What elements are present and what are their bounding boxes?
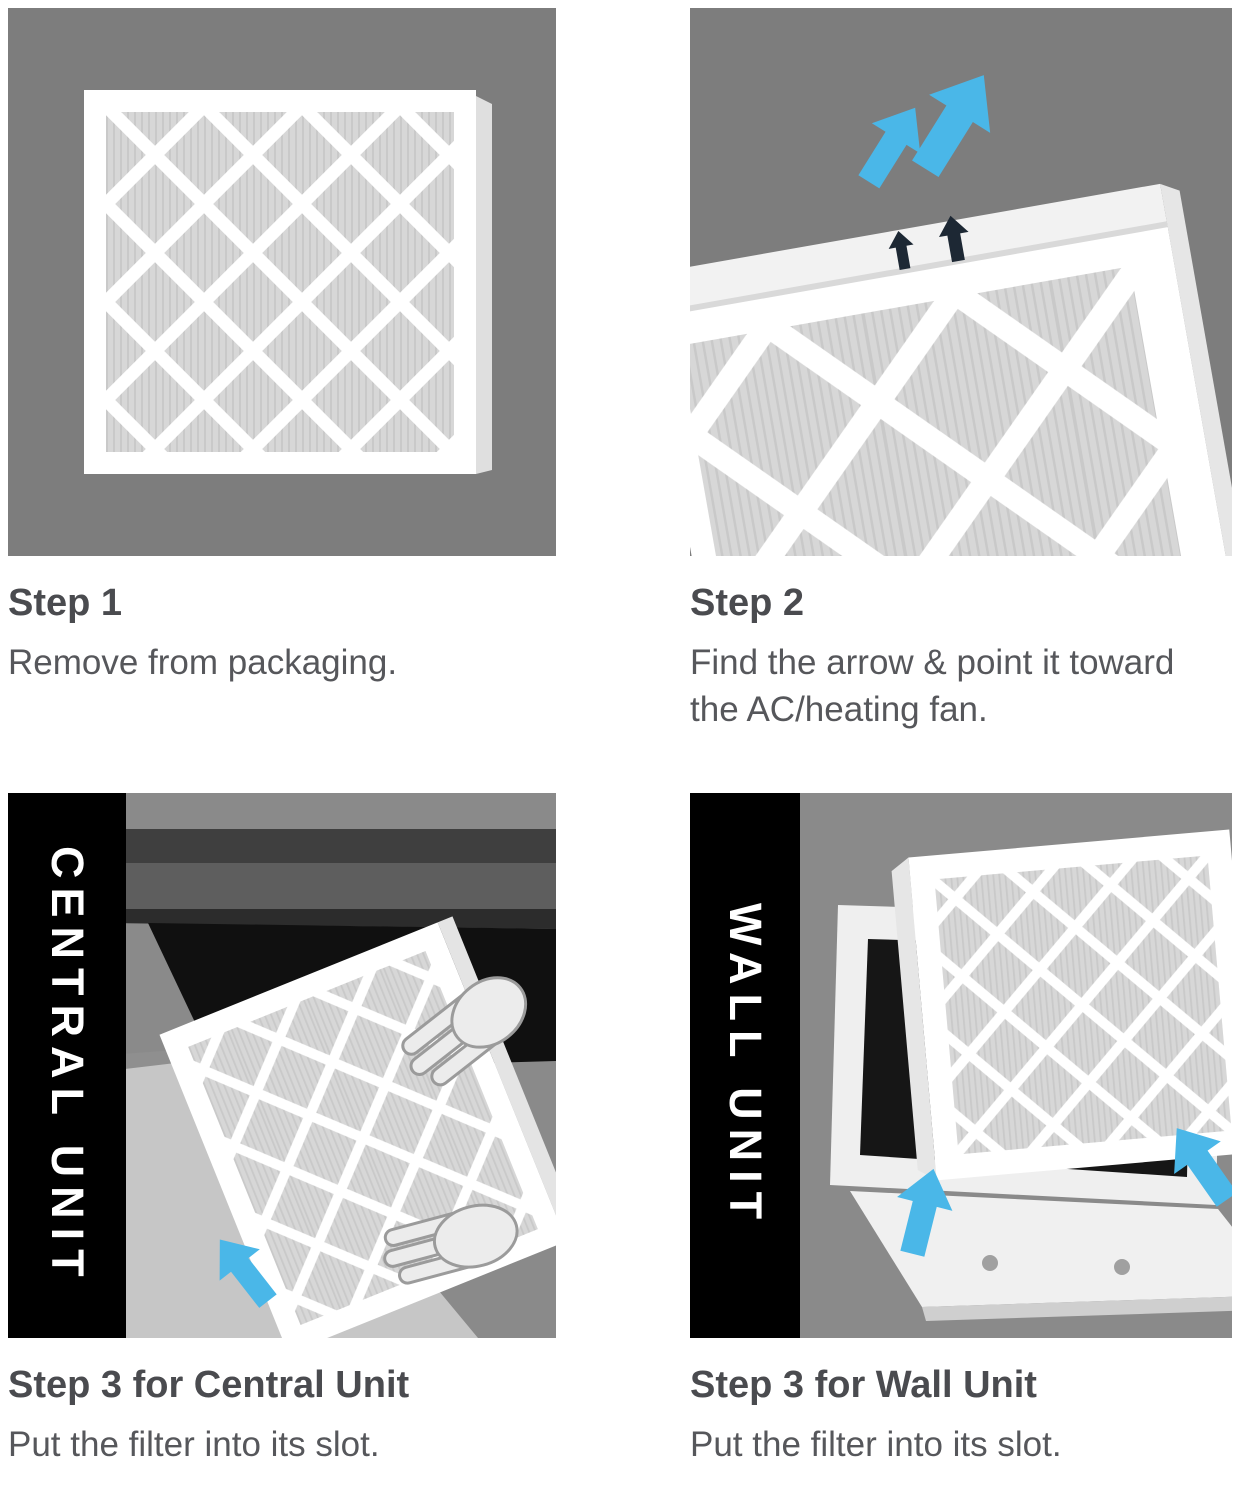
step-title: Step 3 for Wall Unit (690, 1364, 1037, 1407)
step-description: Put the filter into its slot. (8, 1425, 380, 1465)
filter-arrow-illustration (690, 8, 1232, 556)
step-1-panel (8, 8, 556, 556)
airflow-arrow-dark-icon (938, 215, 969, 263)
screw-hole (982, 1255, 998, 1272)
central-unit-illustration (8, 793, 556, 1339)
airflow-arrow-blue-icon (858, 107, 921, 189)
filter-side-edge (891, 858, 937, 1181)
step-description: Find the arrow & point it toward the AC/… (690, 642, 1175, 729)
hand-upper (401, 976, 528, 1087)
step-2-section: Step 2 Find the arrow & point it toward … (690, 8, 1232, 733)
screw-hole (1114, 1259, 1130, 1276)
filter-right-edge (1160, 183, 1232, 556)
insert-arrow-blue-icon (219, 1239, 277, 1309)
filter-media (934, 855, 1232, 1155)
step-description: Put the filter into its slot. (690, 1425, 1062, 1465)
unit-label: WALL UNIT (720, 903, 771, 1229)
step-3-wall-section: WALL UNIT (690, 793, 1232, 1469)
unit-strip: WALL UNIT (690, 793, 800, 1339)
hand-lower (383, 1204, 519, 1286)
step-title: Step 3 for Central Unit (8, 1364, 410, 1407)
central-unit-panel: CENTRAL UNIT (8, 793, 556, 1339)
step-2-panel (690, 8, 1232, 556)
filter-over-vent (891, 829, 1232, 1181)
unit-label: CENTRAL UNIT (42, 846, 93, 1286)
tilted-filter (690, 183, 1232, 556)
wall-unit-panel: WALL UNIT (690, 793, 1232, 1339)
insert-arrow-blue-icon (1174, 1128, 1232, 1208)
filter-media (690, 266, 1198, 556)
step-3-central-section: CENTRAL UNIT (8, 793, 556, 1469)
filter-side-edge (476, 96, 492, 474)
air-filter-illustration (8, 8, 556, 556)
hands-illustration (383, 976, 528, 1286)
vent-door-open (850, 1191, 1232, 1308)
insert-arrow-blue-icon (897, 1169, 953, 1258)
step-title: Step 1 (8, 582, 123, 624)
duct-upper-band (108, 829, 556, 864)
step-title: Step 2 (690, 582, 805, 624)
unit-strip: CENTRAL UNIT (8, 793, 126, 1339)
step-description: Remove from packaging. (8, 642, 398, 682)
airflow-arrow-blue-icon (912, 75, 991, 178)
step-1-section: Step 1 Remove from packaging. (8, 8, 556, 733)
duct-beam (108, 863, 556, 910)
airflow-arrow-dark-icon (888, 231, 914, 271)
filter-media (106, 112, 454, 452)
